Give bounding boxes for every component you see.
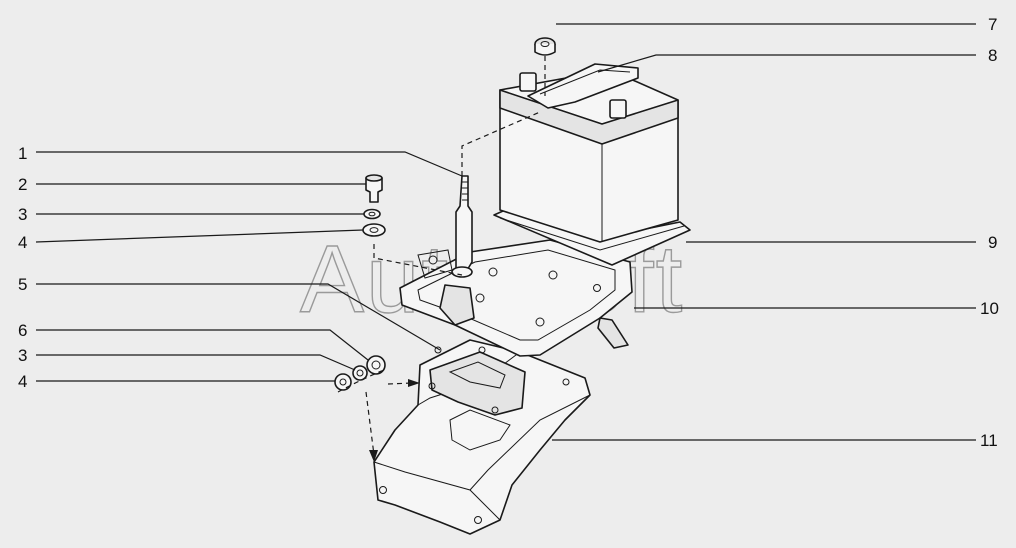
callout-2: 2 bbox=[18, 175, 27, 194]
callout-9: 9 bbox=[988, 233, 997, 252]
callout-3-upper: 3 bbox=[18, 205, 27, 224]
callout-10: 10 bbox=[980, 299, 999, 318]
callout-5: 5 bbox=[18, 275, 27, 294]
callout-1: 1 bbox=[18, 144, 27, 163]
part-7-nut bbox=[534, 37, 556, 56]
callout-7: 7 bbox=[988, 15, 997, 34]
callout-8: 8 bbox=[988, 46, 997, 65]
assembly-paths bbox=[337, 56, 546, 462]
callout-6: 6 bbox=[18, 321, 27, 340]
part-8-battery bbox=[499, 63, 679, 243]
lower-fastener-set bbox=[334, 355, 386, 391]
part-1-stud bbox=[451, 175, 473, 278]
upper-fastener-set bbox=[362, 174, 386, 237]
part-11-bracket bbox=[373, 339, 591, 535]
callout-labels: 1 2 3 4 5 6 3 4 7 8 9 10 11 bbox=[18, 15, 999, 450]
callout-4-upper: 4 bbox=[18, 233, 27, 252]
callout-11: 11 bbox=[980, 431, 998, 450]
callout-4-lower: 4 bbox=[18, 372, 27, 391]
leader-lines bbox=[35, 23, 976, 441]
callout-3-lower: 3 bbox=[18, 346, 27, 365]
